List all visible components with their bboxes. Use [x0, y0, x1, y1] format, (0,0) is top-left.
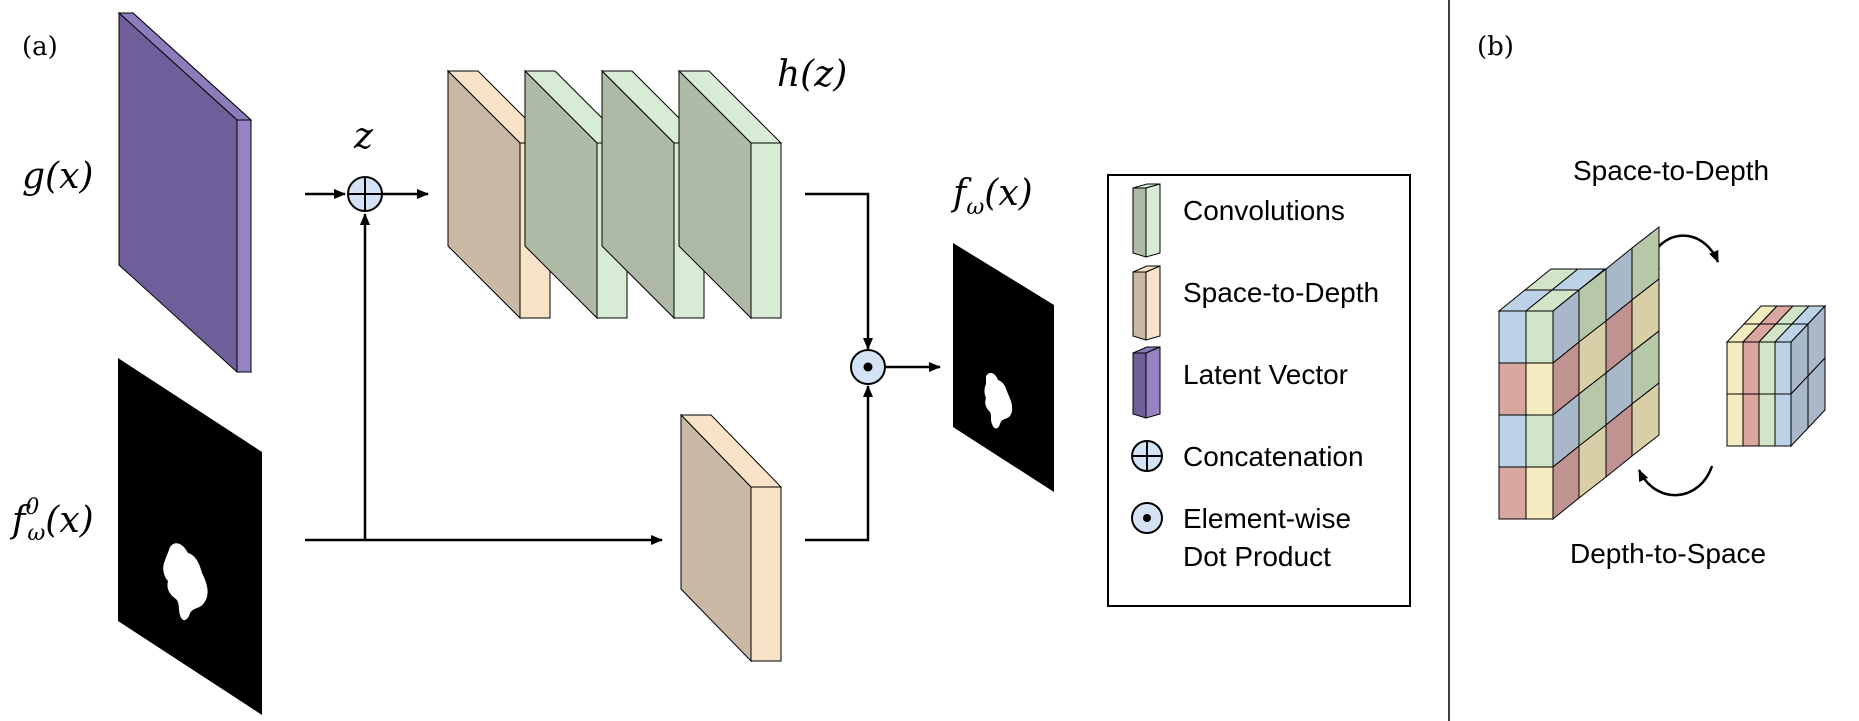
latent-vector-block — [117, 11, 253, 374]
legend-label-element-wise: Element-wise — [1183, 503, 1351, 534]
label-h-of-z: h(z) — [777, 54, 847, 95]
output-mask-image — [953, 243, 1054, 492]
depth-block — [1725, 304, 1827, 448]
legend-label-dot-product: Dot Product — [1183, 541, 1331, 572]
label-space-to-depth: Space-to-Depth — [1573, 155, 1769, 186]
legend-space-to-depth-icon — [1132, 265, 1161, 341]
legend-latent-vector-icon — [1132, 346, 1161, 419]
concatenation-node — [347, 176, 383, 212]
arrow-depth-to-space — [1637, 465, 1714, 497]
label-g-of-x: g(x) — [22, 156, 93, 197]
label-z: z — [353, 116, 374, 157]
panel-b-label: (b) — [1477, 32, 1514, 62]
space-to-depth-block-bottom — [679, 413, 783, 663]
legend-label-concatenation: Concatenation — [1183, 441, 1364, 472]
dot-product-node — [850, 349, 886, 385]
legend-label-latent-vector: Latent Vector — [1183, 359, 1348, 390]
legend-label-space-to-depth: Space-to-Depth — [1183, 277, 1379, 308]
arrow-h-to-dot — [805, 192, 873, 350]
panel-a-label: (a) — [22, 32, 58, 62]
legend-convolution-icon — [1132, 183, 1161, 258]
legend-dot-product-icon — [1131, 502, 1163, 534]
convolution-block-3 — [677, 69, 783, 320]
label-f-omega-of-x: fω(x) — [950, 173, 1033, 220]
spatial-grid-block — [1497, 225, 1661, 521]
legend-concatenation-icon — [1131, 440, 1163, 472]
initial-mask-image — [118, 358, 262, 715]
legend-label-convolutions: Convolutions — [1183, 195, 1345, 226]
label-depth-to-space: Depth-to-Space — [1570, 538, 1766, 569]
arrow-s2d-to-dot — [805, 385, 873, 542]
